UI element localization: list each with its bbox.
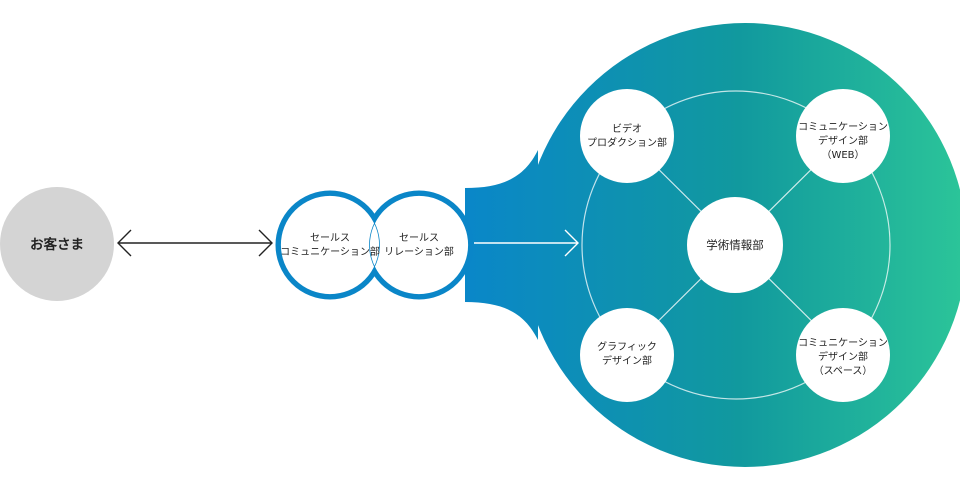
- customer-sales-arrow: [117, 229, 273, 257]
- dept-circle-communication-design-space: [796, 308, 890, 402]
- dept-label-video-production-1: ビデオ: [612, 122, 642, 135]
- sales-communication-line-2: コミュニケーション部: [280, 245, 380, 258]
- sales-fill-right: [369, 195, 469, 295]
- dept-label-communication-design-web-3: （WEB）: [821, 149, 864, 161]
- sales-inner-outline-left: [280, 195, 380, 295]
- dept-label-communication-design-space-2: デザイン部: [818, 350, 868, 363]
- blob-neck: [465, 150, 538, 340]
- sales-communication-node: セールス コミュニケーション部: [280, 232, 380, 258]
- arrow-head-right-icon: [258, 229, 273, 257]
- dept-circle-graphic-design: [580, 308, 674, 402]
- department-ring: [581, 90, 891, 400]
- sales-relation-node: セールス リレーション部: [384, 232, 454, 258]
- dept-label-video-production-2: プロダクション部: [587, 136, 667, 149]
- group-arrow-head-icon: [564, 229, 579, 257]
- dept-label-communication-design-space-1: コミュニケーション: [798, 337, 888, 349]
- arrow-head-left-icon: [117, 229, 132, 257]
- dept-label-communication-design-web-2: デザイン部: [818, 134, 868, 147]
- sales-group: セールス コミュニケーション部 セールス リレーション部: [275, 190, 474, 300]
- dept-label-communication-design-space-3: （スペース）: [814, 365, 873, 377]
- dept-node-video-production: ビデオ プロダクション部: [580, 89, 674, 183]
- dept-node-communication-design-web: コミュニケーション デザイン部 （WEB）: [796, 89, 890, 183]
- dept-node-graphic-design: グラフィック デザイン部: [580, 308, 674, 402]
- customer-circle: [0, 187, 114, 301]
- hub-node: 学術情報部: [687, 197, 783, 293]
- hub-label: 学術情報部: [706, 238, 764, 252]
- sales-communication-line-1: セールス: [310, 232, 350, 244]
- dept-label-communication-design-web-1: コミュニケーション: [798, 121, 888, 133]
- dept-label-graphic-design-2: デザイン部: [602, 354, 652, 367]
- customer-node: お客さま: [0, 187, 114, 301]
- sales-relation-line-2: リレーション部: [384, 245, 454, 258]
- sales-to-group-arrow: [474, 229, 579, 257]
- hub-circle: [687, 197, 783, 293]
- dept-circle-communication-design-web: [796, 89, 890, 183]
- sales-relation-line-1: セールス: [399, 232, 439, 244]
- dept-circle-video-production: [580, 89, 674, 183]
- sales-inner-outline-right: [369, 195, 469, 295]
- customer-label: お客さま: [30, 236, 84, 253]
- sales-fill-left: [280, 195, 380, 295]
- dept-label-graphic-design-1: グラフィック: [597, 340, 657, 353]
- dept-node-communication-design-space: コミュニケーション デザイン部 （スペース）: [796, 308, 890, 402]
